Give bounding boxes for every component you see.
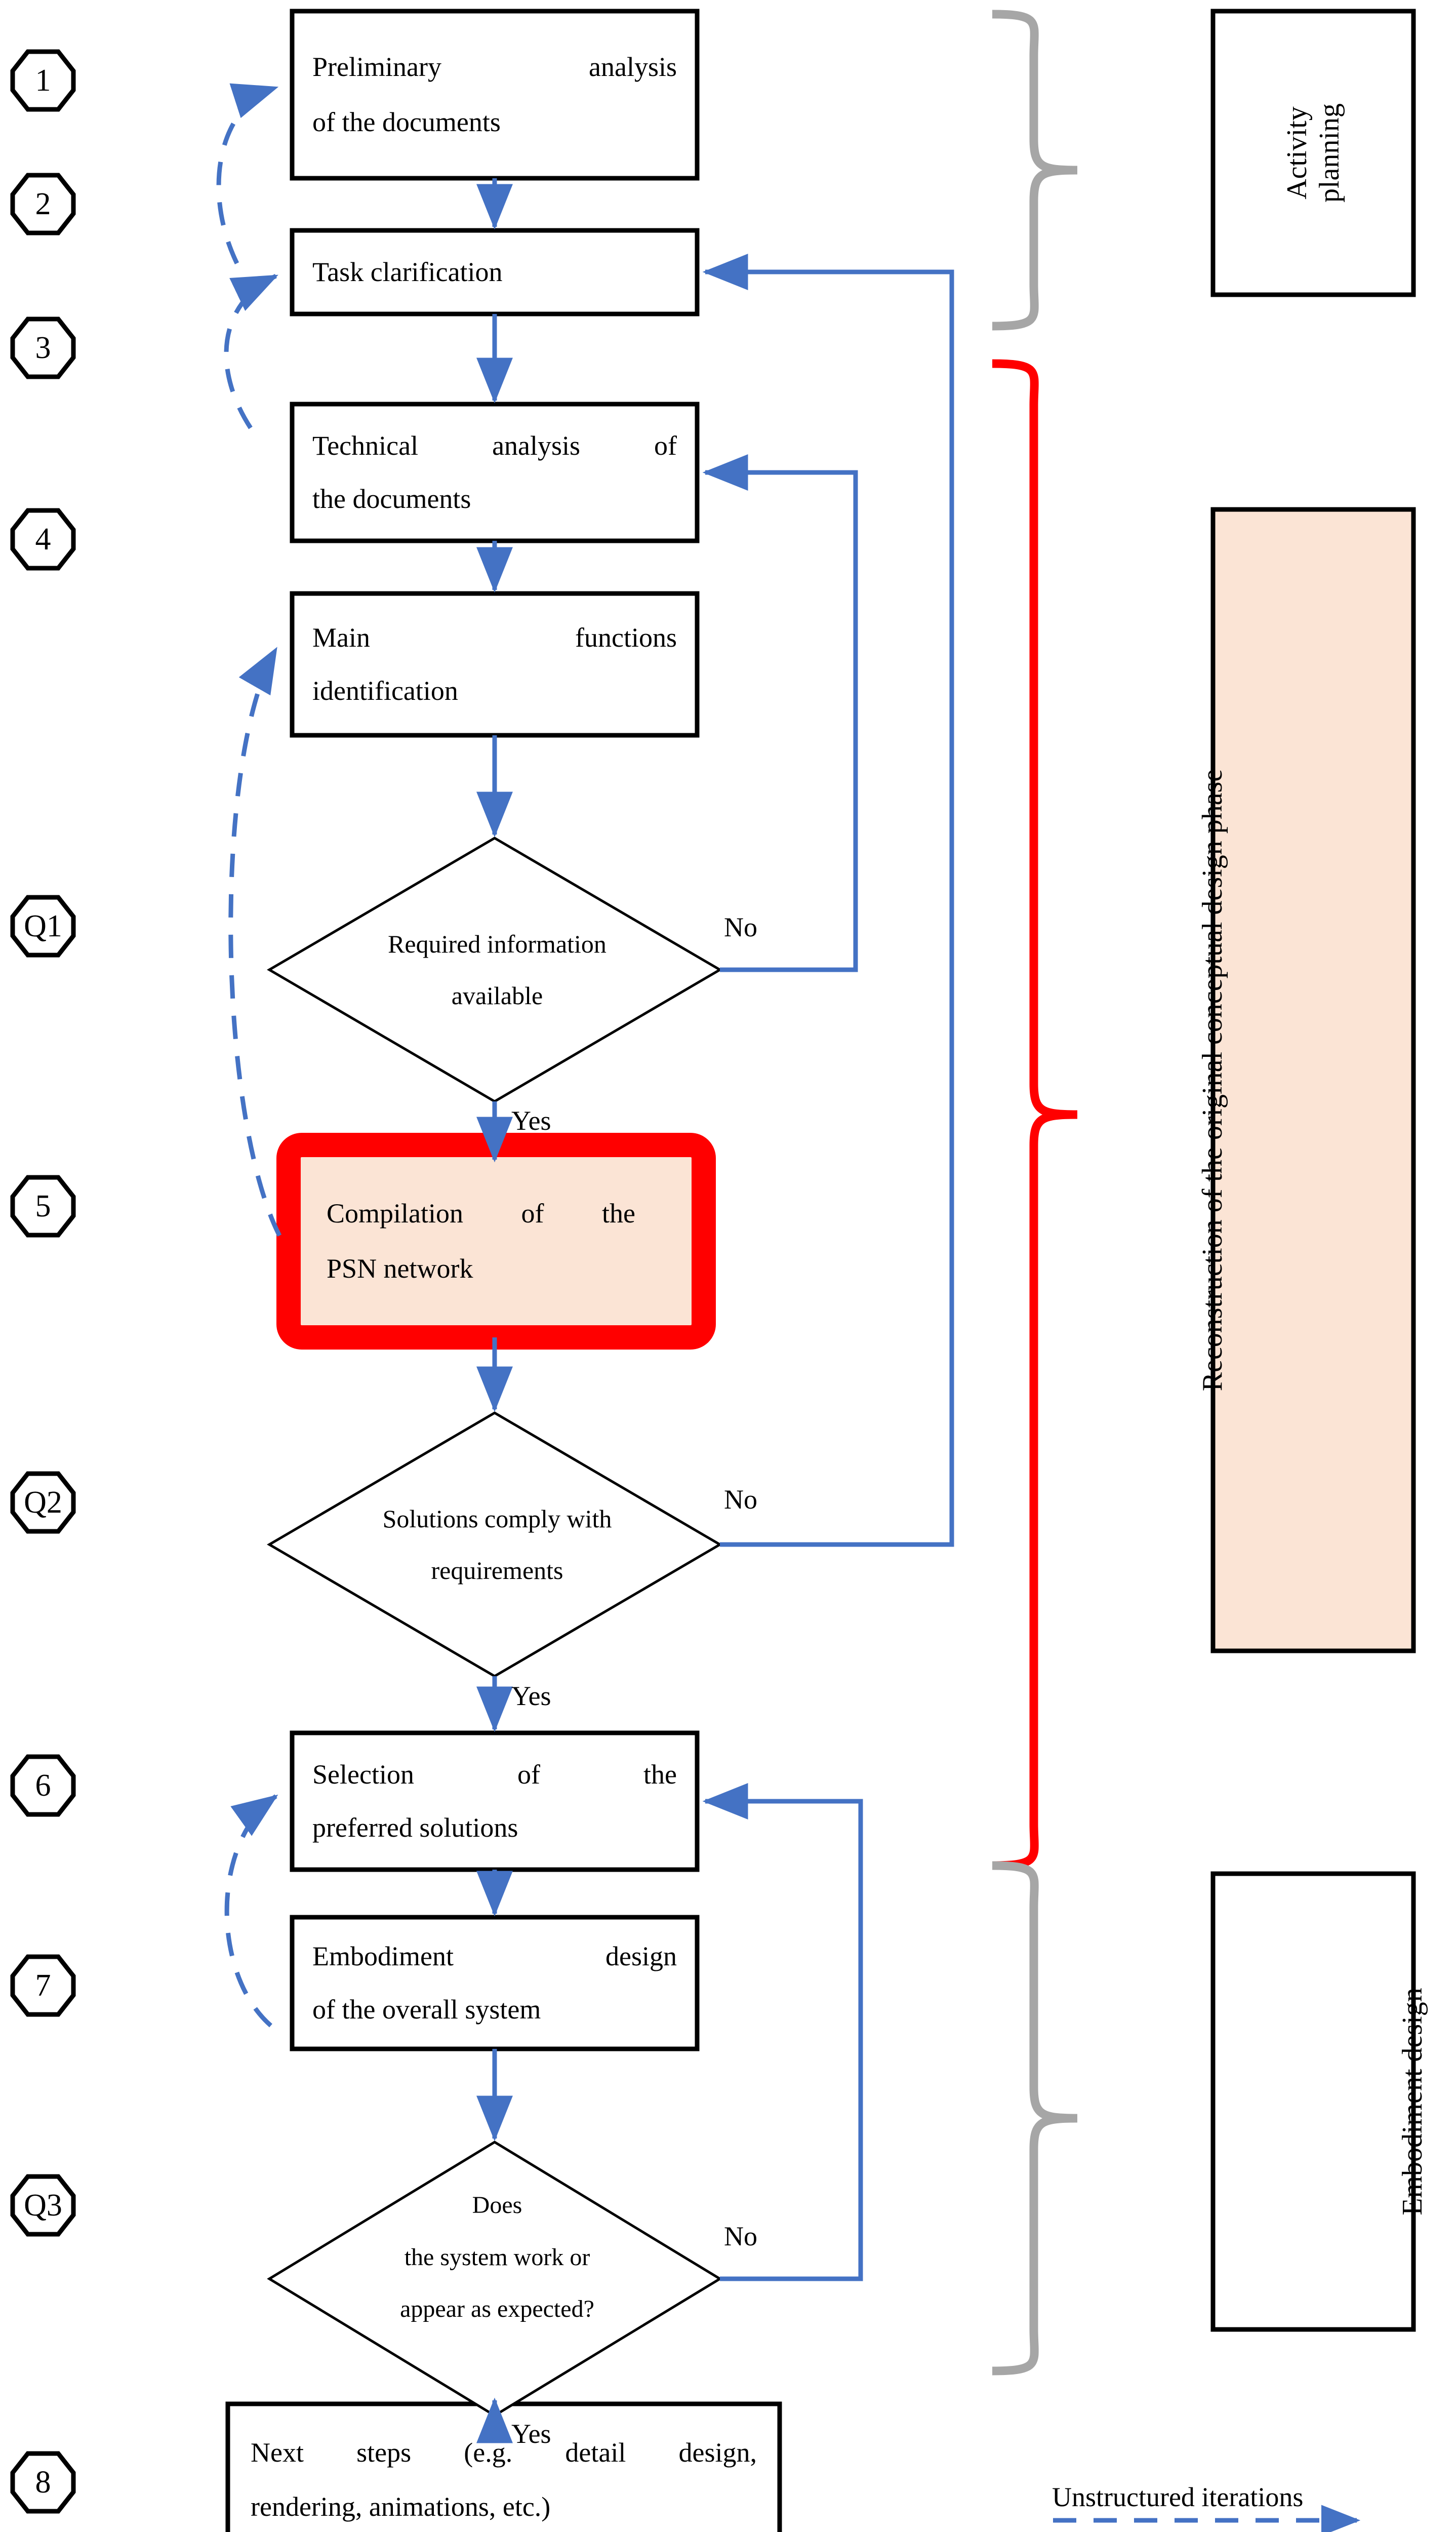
node-1-line-1: Preliminary analysis [312,52,677,83]
node-label-6: Selection of the preferred solutions [312,1733,677,1870]
node-6-line-1: Selection of the [312,1759,677,1790]
dashed-7-to-6 [224,1794,278,2028]
edge-label-q1-no: No [724,912,757,942]
node-q2-line-2: requirements [431,1556,563,1585]
step-badge-q3: Q3 [24,2188,62,2223]
node-label-3: Technical analysis of the documents [312,404,677,541]
node-5-line-1: Compilation of the [327,1198,635,1229]
step-badge-5: 5 [35,1189,51,1223]
node-q1-line-2: available [451,981,543,1010]
node-label-5: Compilation of the PSN network [327,1152,635,1330]
node-q3-line-3: appear as expected? [400,2296,594,2323]
phase-label-embodiment-design-text: Embodiment design [1396,1988,1428,2216]
decision-diamonds [267,837,722,2417]
brace-embodiment-design [992,1861,1078,2376]
phase-label-activity-planning-text: Activity planning [1281,103,1345,203]
octagon-1 [10,49,76,112]
phase-braces [992,10,1078,2376]
unstructured-iteration-arrows [216,83,282,2028]
node-4-line-1: Main functions [312,622,677,653]
node-rect-7 [290,1915,700,2051]
node-label-8: Next steps (e.g. detail design, renderin… [251,2404,757,2532]
node-8-line-2: rendering, animations, etc.) [251,2491,551,2522]
node-3-line-1: Technical analysis of [312,430,677,461]
octagon-4 [10,508,76,571]
node-4-line-2: identification [312,676,458,706]
edge-label-q2-no: No [724,1484,757,1515]
node-label-q2: Solutions comply with requirements [322,1471,672,1618]
node-3-line-2: the documents [312,484,471,514]
legend-sample-arrows [1053,2505,1361,2532]
octagon-q3 [10,2174,76,2237]
dashed-5-to-4 [228,647,282,1237]
node-rect-6 [290,1730,700,1872]
octagon-3 [10,316,76,379]
edge-label-q2-yes: Yes [511,1681,551,1711]
phase-box-activity-planning [1210,9,1416,297]
octagon-2 [10,173,76,235]
node-q3-line-2: the system work or [404,2243,590,2271]
phase-box-reconstruction [1210,507,1416,1653]
phase-label-reconstruction: Reconstruction of the original conceptua… [1169,513,1256,1647]
arrow-q2-no-to-2 [702,254,954,1547]
edge-label-q1-yes: Yes [511,1105,551,1136]
step-badge-8: 8 [35,2465,51,2500]
node-label-1: Preliminary analysis of the documents [312,11,677,178]
step-badge-q1: Q1 [24,908,62,943]
brace-reconstruction [992,359,1078,1870]
octagon-5 [10,1175,76,1238]
arrow-q1-no-to-3 [702,454,858,972]
step-badge-7: 7 [35,1968,51,2003]
octagon-q2 [10,1471,76,1534]
phase-label-activity-planning: Activity planning [1172,54,1454,252]
node-6-line-2: preferred solutions [312,1812,518,1843]
node-label-q3: Does the system work or appear as expect… [322,2156,672,2359]
node-8-line-1: Next steps (e.g. detail design, [251,2437,757,2468]
node-q3-line-1: Does [472,2192,522,2219]
octagon-8 [10,2451,76,2514]
node-label-q1: Required information available [322,896,672,1043]
brace-activity-planning [992,10,1078,331]
octagon-7 [10,1954,76,2017]
step-badge-1: 1 [35,63,51,98]
step-badge-octagons [10,49,76,2514]
phase-label-embodiment-design: Embodiment design [1369,1875,1455,2328]
node-rect-4 [290,591,700,738]
octagon-q1 [10,895,76,958]
octagon-6 [10,1754,76,1817]
node-7-line-2: of the overall system [312,1994,541,2025]
edge-label-q3-yes: Yes [511,2419,551,2449]
node-5-line-2: PSN network [327,1253,473,1284]
legend-label-unstructured-iterations: Unstructured iterations [1052,2482,1304,2512]
node-label-2: Task clarification [312,230,677,314]
step-badge-6: 6 [35,1768,51,1803]
dashed-3-to-2 [224,273,278,429]
node-7-line-1: Embodiment design [312,1941,677,1972]
node-label-4: Main functions identification [312,594,677,735]
node-rect-3 [290,402,700,543]
phase-label-boxes [1210,9,1416,2332]
step-badge-3: 3 [35,330,51,365]
edge-label-q3-no: No [724,2221,757,2251]
step-badge-2: 2 [35,186,51,221]
dashed-2-to-1 [216,83,279,264]
no-feedback-arrows [702,254,954,2281]
node-label-7: Embodiment design of the overall system [312,1917,677,2049]
node-q1-line-1: Required information [388,929,606,958]
node-1-line-2: of the documents [312,107,501,137]
arrow-q3-no-to-6 [702,1783,863,2281]
node-2-line-1: Task clarification [312,257,503,288]
step-badge-q2: Q2 [24,1485,62,1520]
phase-label-reconstruction-text: Reconstruction of the original conceptua… [1196,769,1228,1392]
phase-box-embodiment-design [1210,1871,1416,2332]
node-q2-line-1: Solutions comply with [382,1504,612,1533]
step-badge-4: 4 [35,522,51,557]
